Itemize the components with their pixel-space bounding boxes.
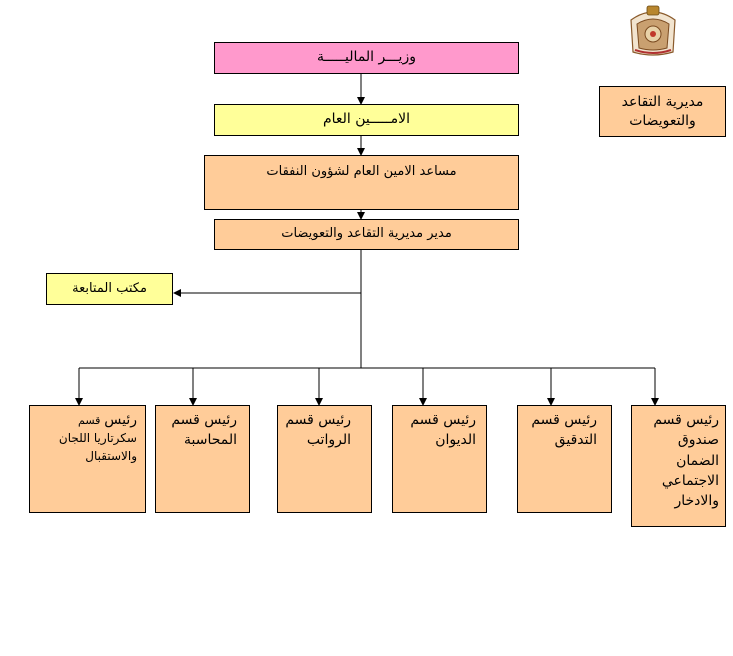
header-directorate-label: مديرية التقاعد والتعويضات [599,86,726,137]
node-follow-up-office-label: مكتب المتابعة [72,280,147,296]
node-secretary-general: الامـــــين العام [214,104,519,136]
dept-5-line-1: رئيس قسم [171,412,237,428]
dept-1-line-5: والادخار [674,493,719,510]
node-director-label: مدير مديرية التقاعد والتعويضات [281,226,452,242]
dept-3-line-2: الديوان [435,432,476,449]
dept-3-line-1: رئيس قسم [410,412,476,428]
dept-6-line-1: رئيس قسم [34,410,137,430]
node-secretary-general-label: الامـــــين العام [322,111,411,128]
dept-salaries: رئيس قسم الرواتب [277,405,372,513]
dept-accounting: رئيس قسم المحاسبة [155,405,250,513]
dept-6-small-word: قسم [78,414,101,427]
dept-committees-secretariat: رئيس قسم سكرتاريا اللجان والاستقبال [29,405,146,513]
dept-1-line-3: الضمان [676,452,719,469]
dept-social-security-fund: رئيس قسم صندوق الضمان الاجتماعي والادخار [631,405,726,527]
dept-1-line-2: صندوق [677,432,719,449]
node-minister-label: وزيـــر الماليـــــة [317,49,416,66]
dept-6-line-3: والاستقبال [85,448,137,463]
dept-1-line-4: الاجتماعي [661,472,719,489]
node-follow-up-office: مكتب المتابعة [46,273,173,305]
dept-6-first-word: رئيس [104,412,137,428]
header-label-line2: والتعويضات [629,112,696,129]
jordan-coat-of-arms-icon [625,4,681,58]
node-assistant-secretary: مساعد الامين العام لشؤون النفقات [204,155,519,210]
dept-4-line-1: رئيس قسم [285,412,351,428]
dept-audit: رئيس قسم التدقيق [517,405,612,513]
node-assistant-secretary-label: مساعد الامين العام لشؤون النفقات [266,164,457,179]
dept-1-line-1: رئيس قسم [653,412,719,428]
dept-4-line-2: الرواتب [306,432,351,449]
dept-2-line-1: رئيس قسم [531,412,597,428]
dept-6-line-2: سكرتاريا اللجان [58,431,137,446]
dept-diwan: رئيس قسم الديوان [392,405,487,513]
header-label-line1: مديرية التقاعد [621,94,704,111]
dept-5-line-2: المحاسبة [183,432,237,449]
dept-2-line-2: التدقيق [554,432,597,449]
node-director: مدير مديرية التقاعد والتعويضات [214,219,519,250]
node-minister: وزيـــر الماليـــــة [214,42,519,74]
